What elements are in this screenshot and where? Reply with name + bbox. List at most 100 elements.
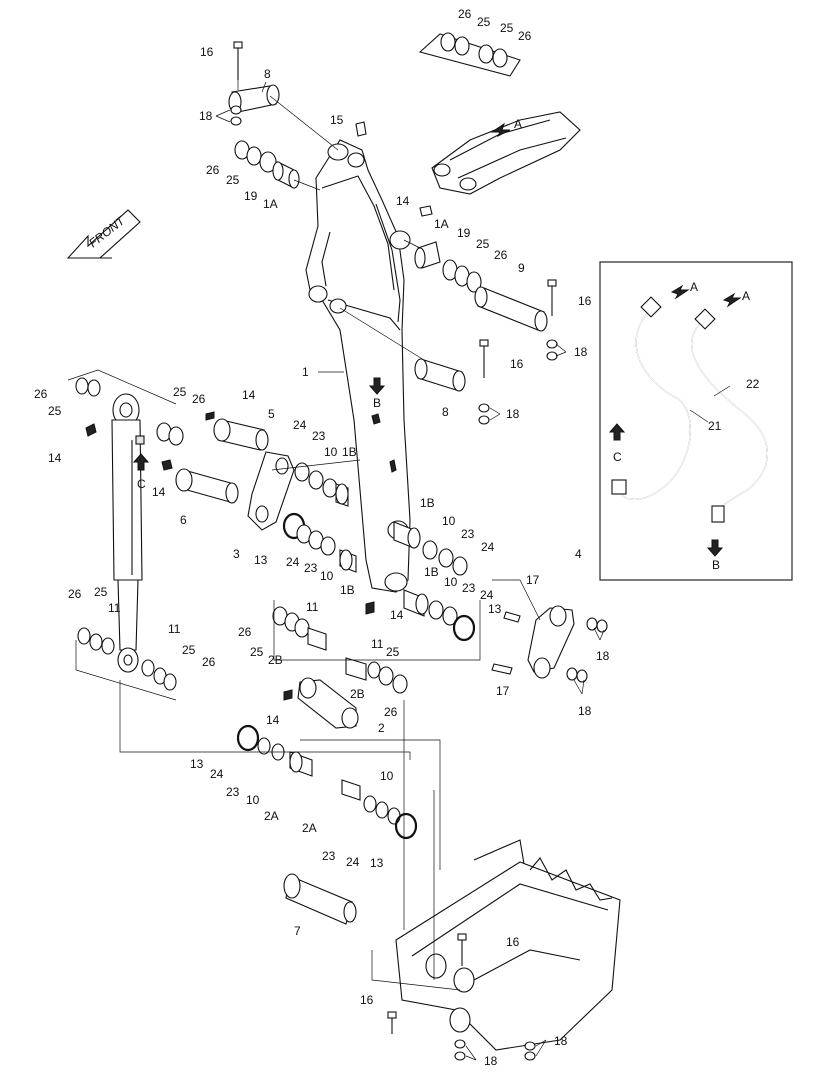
callout-23-a: 23: [312, 429, 326, 443]
callout-25-e: 25: [94, 585, 108, 599]
label-b-right: B: [712, 558, 721, 572]
callout-26-top2: 26: [518, 29, 532, 43]
callout-5: 5: [268, 407, 275, 421]
washer-stack-6: [345, 657, 408, 694]
callout-1b-c: 1B: [420, 496, 435, 510]
callout-16-right: 16: [578, 294, 592, 308]
callout-13-d: 13: [370, 856, 384, 870]
callout-26-e: 26: [68, 587, 82, 601]
callout-18-bucket: 18: [554, 1034, 568, 1048]
boom-cylinder: [85, 393, 145, 673]
boom-foot-detail: [418, 33, 581, 195]
callout-19-right: 19: [457, 226, 471, 240]
callout-25-h: 25: [386, 645, 400, 659]
pin-5: [205, 411, 269, 451]
callout-10-a: 10: [324, 445, 338, 459]
callout-26-top1: 26: [458, 7, 472, 21]
nuts-18-top: [230, 105, 242, 126]
washer-stack-5: [272, 606, 327, 651]
callout-7: 7: [294, 924, 301, 938]
callout-1b-a: 1B: [342, 445, 357, 459]
callout-26-h: 26: [384, 705, 398, 719]
hose-inset-box: [599, 261, 793, 581]
callout-25-cyl: 25: [48, 404, 62, 418]
link-2: [283, 677, 359, 729]
callout-11-a: 11: [108, 601, 121, 615]
callout-25-cyl2: 25: [173, 385, 187, 399]
callout-18-mid: 18: [506, 407, 520, 421]
callout-1b-b: 1B: [340, 583, 355, 597]
callout-2b-a: 2B: [268, 653, 283, 667]
callout-21: 21: [708, 419, 722, 433]
callout-15: 15: [330, 113, 344, 127]
callout-24-d: 24: [480, 588, 494, 602]
callout-24-f: 24: [346, 855, 360, 869]
bucket: [387, 839, 621, 1061]
front-arrow-icon: [66, 209, 141, 259]
washer-stack-1: [294, 462, 349, 507]
pin-8-top: [228, 84, 339, 151]
washers-top-left: [234, 140, 321, 191]
callout-26-right: 26: [494, 248, 508, 262]
callout-8: 8: [264, 67, 271, 81]
callout-23-b: 23: [304, 561, 318, 575]
callout-16-bucket2: 16: [360, 993, 374, 1007]
callout-2a-a: 2A: [264, 809, 279, 823]
washer-stack-3: [393, 521, 468, 576]
callout-25-g: 25: [250, 645, 264, 659]
callout-8-mid: 8: [442, 405, 449, 419]
callout-11-b: 11: [168, 622, 181, 636]
callout-26-g: 26: [238, 625, 252, 639]
link-3: [247, 451, 295, 531]
callout-16: 16: [200, 45, 214, 59]
callout-23-d: 23: [462, 581, 476, 595]
callout-18-e: 18: [578, 704, 592, 718]
callout-4: 4: [575, 547, 582, 561]
callout-2a-b: 2A: [302, 821, 317, 835]
label-c-right: C: [613, 450, 622, 464]
callout-10-e: 10: [246, 793, 260, 807]
callout-24-e: 24: [210, 767, 224, 781]
callout-23-e: 23: [226, 785, 240, 799]
callout-23-f: 23: [322, 849, 336, 863]
boom-body: [305, 139, 411, 593]
grease-nipple-14-lower: [365, 601, 375, 615]
callout-16-mid: 16: [510, 357, 524, 371]
callout-2b-b: 2B: [350, 687, 365, 701]
callout-25: 25: [226, 173, 240, 187]
callout-14-e: 14: [390, 608, 404, 622]
callout-24-c: 24: [481, 540, 495, 554]
callout-9: 9: [518, 261, 525, 275]
callout-13-c: 13: [190, 757, 204, 771]
washers-top-pair: [440, 32, 508, 68]
callout-14-cyl: 14: [48, 451, 62, 465]
callout-1a-right: 1A: [434, 217, 449, 231]
callout-11-d: 11: [371, 637, 384, 651]
callout-6: 6: [180, 513, 187, 527]
callout-14-pin6: 14: [152, 485, 166, 499]
callout-16-bucket: 16: [506, 935, 520, 949]
callout-26-f: 26: [202, 655, 216, 669]
callout-10-f: 10: [380, 769, 394, 783]
pin-7: [283, 873, 357, 925]
callout-13-b: 13: [488, 602, 502, 616]
callout-18: 18: [199, 109, 213, 123]
label-a-right2: A: [742, 289, 751, 303]
mid-pin-8-group: [339, 307, 490, 425]
callout-26: 26: [206, 163, 220, 177]
callout-10-b: 10: [320, 569, 334, 583]
callout-26-cyl: 26: [34, 387, 48, 401]
callout-23-c: 23: [461, 527, 475, 541]
callout-24-a: 24: [293, 418, 307, 432]
callout-25-top1: 25: [477, 15, 491, 29]
callout-25-top2: 25: [500, 21, 514, 35]
callout-10-c: 10: [442, 514, 456, 528]
callout-25-right: 25: [476, 237, 490, 251]
callout-18-bucket2: 18: [484, 1054, 498, 1068]
callout-19: 19: [244, 189, 258, 203]
label-b-mid: B: [373, 396, 382, 410]
callout-10-d: 10: [444, 575, 458, 589]
callout-17-b: 17: [496, 684, 510, 698]
callout-2: 2: [378, 721, 385, 735]
